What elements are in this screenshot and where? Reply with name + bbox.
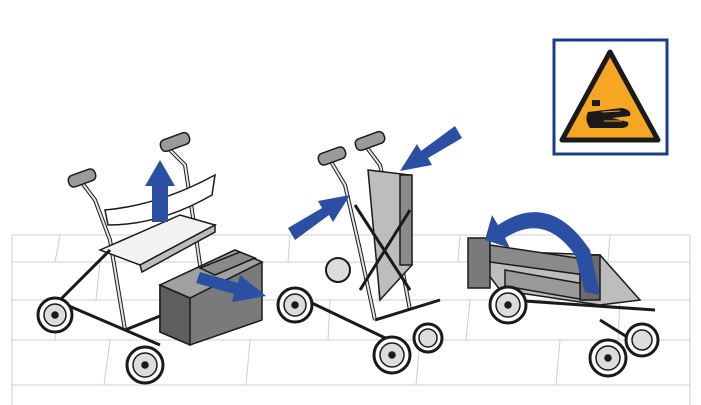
step-3-wheel-right [626, 324, 658, 356]
step-3-walker [468, 238, 658, 376]
step-2-wheel-rear [326, 258, 350, 282]
step-1-wheel-front-right [127, 347, 163, 383]
step-1-walker [38, 131, 262, 383]
step-3-wheel-front [590, 340, 626, 376]
step-2-wheel-front-left [278, 288, 312, 322]
hand-crush-warning-icon [554, 40, 667, 154]
step-1-wheel-front-left [38, 298, 72, 332]
push-right-arrow [288, 195, 350, 240]
step-2-wheel-back-right [414, 324, 442, 352]
push-left-arrow [400, 126, 462, 171]
step-3-wheel-left [490, 287, 526, 323]
step-2-wheel-front-right [374, 337, 410, 373]
